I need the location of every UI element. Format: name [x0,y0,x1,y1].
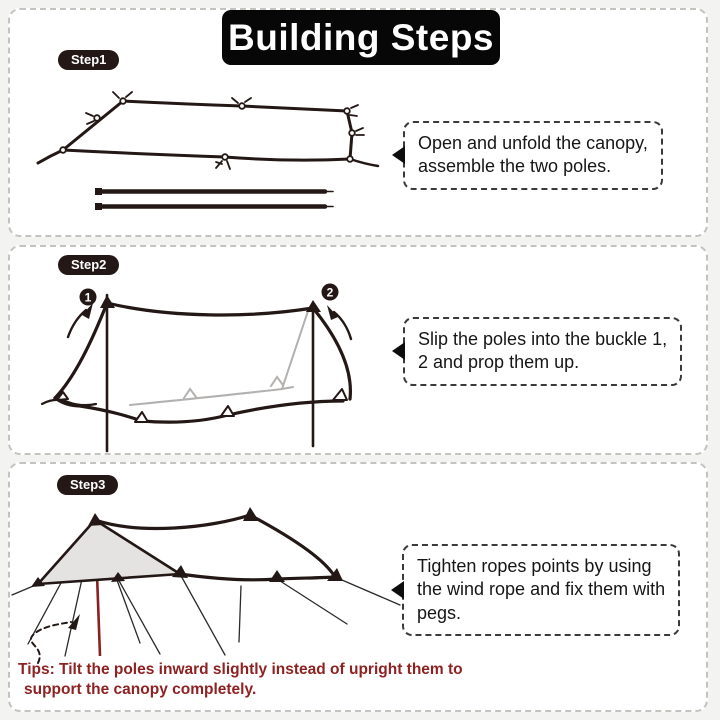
ground-line [40,398,98,407]
hem-tab [56,388,348,423]
tie-knot [59,91,365,170]
step3-callout: Tighten ropes points by using the wind r… [391,544,681,637]
pitched-canopy-diagram [11,507,401,664]
arrow-up-right-head [327,305,338,320]
buckle-marker-2: 2 [321,283,339,301]
propped-canopy-diagram: 1 2 [40,283,353,453]
svg-text:2: 2 [327,286,334,300]
page-title: Building Steps [222,10,500,65]
canopy-ridge [93,513,252,531]
tips-line-2: support the canopy completely. [24,681,257,699]
step1-callout: Open and unfold the canopy, assemble the… [392,121,663,190]
tips-text: Tips: Tilt the poles inward slightly ins… [18,660,463,700]
canopy-right-skirt [311,306,353,401]
canopy-left-skirt [53,301,109,400]
callout-line: assemble the two poles. [418,156,612,177]
arrow-up-right [332,310,353,341]
pointer-triangle-icon [392,146,405,165]
callout-line: Slip the poles into the buckle 1, [418,329,668,349]
canopy-right-tail [348,157,380,168]
gray-back-edge [129,310,309,406]
dashed-arrow-icon [30,621,72,664]
corner-knot [31,507,343,587]
buckle-marker-1: 1 [79,288,97,306]
arrow-up-left-head [82,303,93,319]
pole-2-cap [95,203,102,210]
pointer-triangle-icon [392,342,405,361]
dashed-arrow-head [68,614,80,630]
step2-badge: Step2 [58,255,120,275]
step1-badge: Step1 [58,50,120,70]
pole-1-cap [95,188,102,195]
canopy-end-panel [36,518,182,586]
canopy-ridge [105,301,315,317]
canopy-bottom-edge [61,148,352,162]
canopy-front-hem [178,572,337,582]
pointer-triangle-icon [391,581,404,600]
arrow-up-left [66,308,88,339]
step3-badge: Step3 [57,475,119,495]
callout-line: the wind rope and fix them with [417,579,666,600]
callout-line: pegs. [417,602,462,623]
canopy-front-hem [53,396,345,424]
canopy-outline [36,99,354,165]
callout-line: 2 and prop them up. [418,352,580,373]
pole-pair [95,188,334,210]
callout-line: Tighten ropes points by using [417,556,652,576]
apex-knob-1 [100,295,115,308]
tips-line-1: Tips: Tilt the poles inward slightly ins… [18,661,463,678]
step2-callout: Slip the poles into the buckle 1, 2 and … [392,317,683,386]
guy-ropes [11,519,401,657]
svg-text:1: 1 [85,291,92,305]
unfolded-canopy-diagram [36,91,380,210]
apex-knob-2 [306,300,321,312]
canopy-right-slope [248,513,337,579]
callout-line: Open and unfold the canopy, [418,133,648,153]
